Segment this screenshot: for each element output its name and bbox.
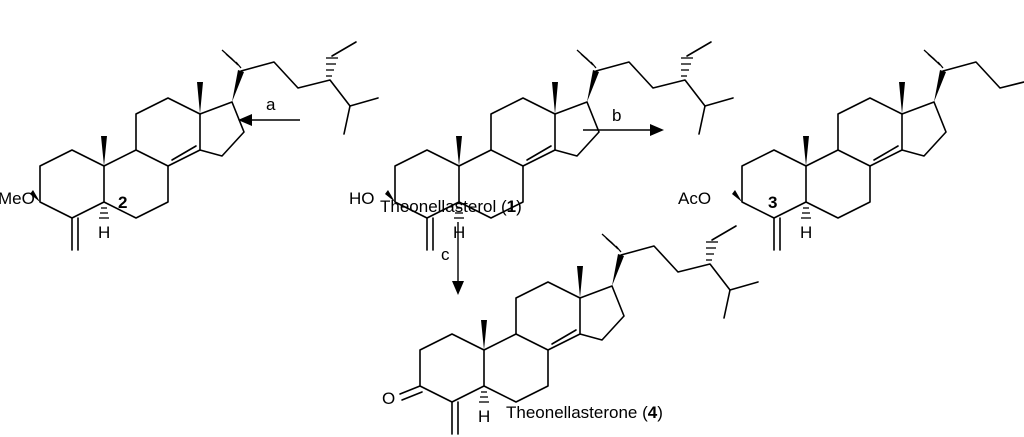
compound-4-structure: O H bbox=[382, 225, 759, 435]
compound-3-number: 3 bbox=[768, 193, 777, 212]
compound-2-h: H bbox=[98, 223, 110, 242]
arrow-c bbox=[452, 222, 464, 295]
compound-4-h: H bbox=[478, 407, 490, 426]
arrow-a-label: a bbox=[266, 95, 276, 114]
compound-3-h: H bbox=[800, 223, 812, 242]
compound-2-number: 2 bbox=[118, 193, 127, 212]
compound-4-name: Theonellasterone bbox=[506, 403, 637, 422]
compound-3-structure: AcO H bbox=[678, 41, 1024, 251]
arrow-b-label: b bbox=[612, 106, 621, 125]
arrow-c-label: c bbox=[441, 245, 450, 264]
compound-4-label: Theonellasterone (4) bbox=[506, 403, 663, 422]
compound-1-number: 1 bbox=[507, 197, 516, 216]
compound-1-structure: HO H bbox=[349, 41, 734, 251]
arrow-a bbox=[238, 114, 300, 126]
compound-1-name: Theonellasterol bbox=[380, 197, 496, 216]
compound-2-structure: MeO H bbox=[0, 41, 379, 251]
compound-3-group: AcO bbox=[678, 189, 711, 208]
compound-2-group: MeO bbox=[0, 189, 35, 208]
compound-1-h: H bbox=[453, 223, 465, 242]
compound-4-number: 4 bbox=[648, 403, 658, 422]
compound-1-label: Theonellasterol (1) bbox=[380, 197, 522, 216]
arrow-b bbox=[583, 124, 664, 136]
compound-1-group: HO bbox=[349, 189, 375, 208]
compound-4-group: O bbox=[382, 389, 395, 408]
